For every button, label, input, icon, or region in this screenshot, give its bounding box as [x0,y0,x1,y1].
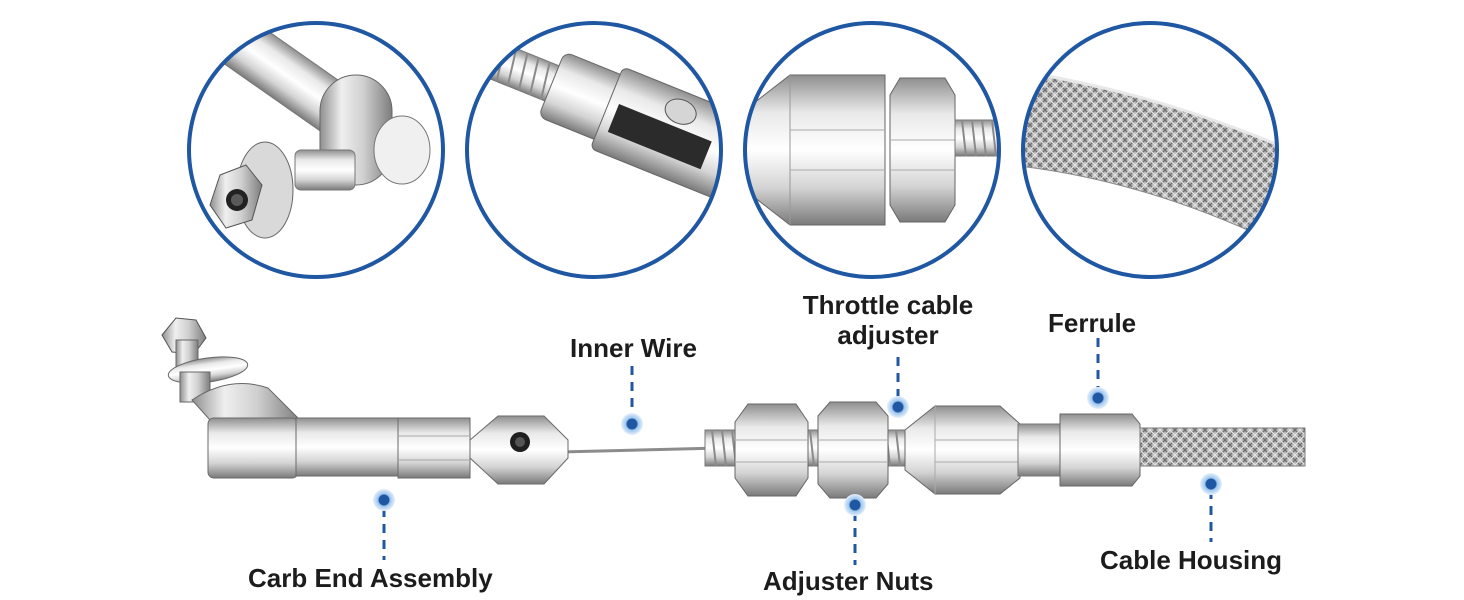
clevis-closeup-icon [467,23,721,277]
label-throttle-adjuster-line2: adjuster [837,320,939,350]
adjuster-body [904,405,1021,495]
leader-lines [382,338,1213,565]
ferrule-neck [1017,423,1064,477]
marker-cable-housing [1200,473,1222,495]
carb-end-hex [397,417,471,479]
adjuster-nut-1 [734,403,809,497]
label-carb-end-assembly: Carb End Assembly [248,563,493,593]
label-throttle-adjuster: Throttle cable adjuster [790,290,986,350]
label-adjuster-nuts: Adjuster Nuts [763,566,934,596]
marker-ferrule [1087,387,1109,409]
label-inner-wire: Inner Wire [570,333,697,363]
carb-end-closeup-icon [189,23,443,277]
carb-end-tube [295,417,402,477]
throttle-cable-assembly [161,317,1306,499]
label-ferrule: Ferrule [1048,308,1137,338]
carb-end-body [207,417,299,479]
detail-view-braided-housing [1021,21,1279,279]
adjuster-closeup-icon [745,23,999,277]
marker-adjuster-nuts [844,494,866,516]
detail-view-carb-end [187,21,445,279]
cable-housing [1139,427,1306,467]
inner-wire [559,446,721,454]
marker-throttle-adjuster [887,396,909,418]
detail-view-clevis [465,21,723,279]
marker-inner-wire [621,413,643,435]
label-throttle-adjuster-line1: Throttle cable [802,290,974,320]
carb-end-bolt [161,317,302,421]
braided-housing-closeup-icon [1023,23,1277,277]
adjuster-nut-2 [817,401,889,499]
ferrule [1059,413,1141,487]
marker-carb-end [373,489,395,511]
label-cable-housing: Cable Housing [1100,545,1283,575]
detail-view-adjuster [743,21,1001,279]
